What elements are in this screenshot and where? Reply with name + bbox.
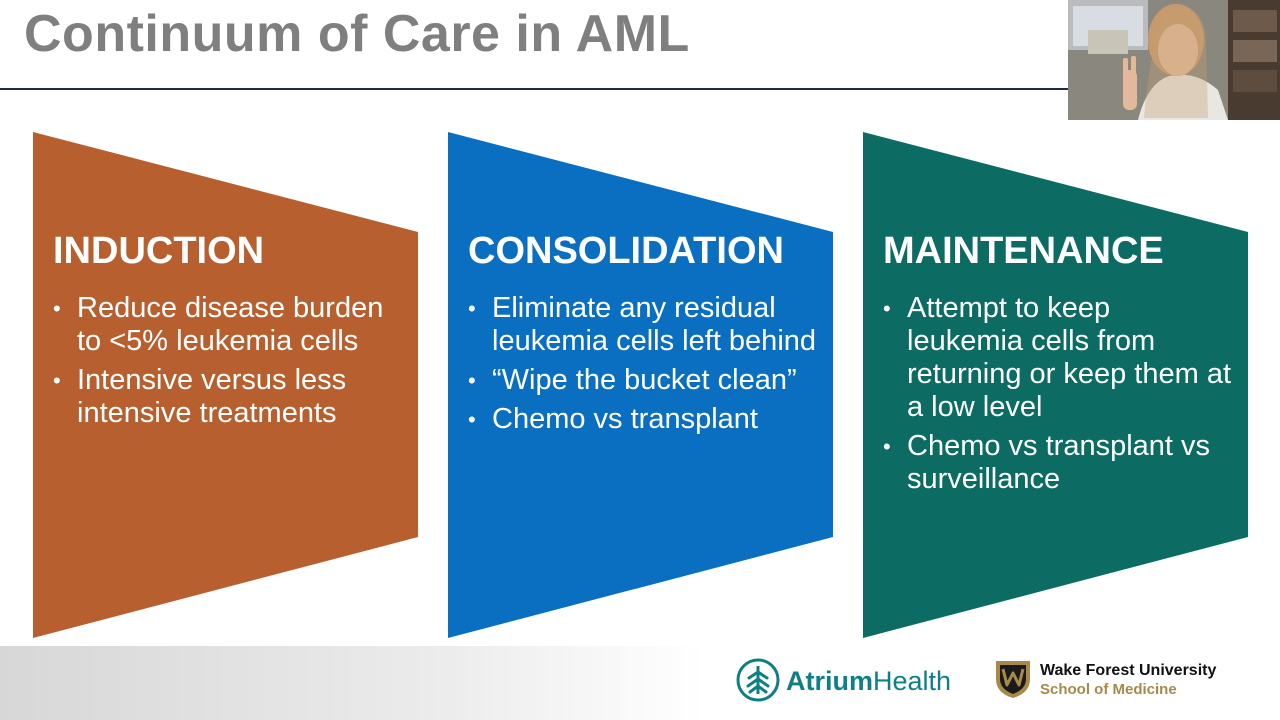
panel-bullet-list: Attempt to keep leukemia cells from retu… — [883, 292, 1233, 502]
bullet-item: Chemo vs transplant vs surveillance — [883, 430, 1233, 496]
atrium-leaf-icon — [736, 658, 780, 702]
bullet-item: Reduce disease burden to <5% leukemia ce… — [53, 292, 403, 358]
panel-maintenance: MAINTENANCE Attempt to keep leukemia cel… — [863, 132, 1248, 638]
slide-title: Continuum of Care in AML — [24, 5, 690, 63]
panel-heading: MAINTENANCE — [883, 230, 1164, 272]
atrium-wordmark-bold: Atrium — [786, 666, 873, 696]
atrium-wordmark: AtriumHealth — [786, 666, 951, 697]
footer-band — [0, 646, 1280, 720]
bullet-item: Chemo vs transplant — [468, 403, 818, 436]
wake-forest-school: School of Medicine — [1040, 681, 1177, 698]
panel-heading: CONSOLIDATION — [468, 230, 784, 272]
bullet-item: Intensive versus less intensive treatmen… — [53, 364, 403, 430]
wake-forest-name: Wake Forest University — [1040, 662, 1217, 679]
presenter-webcam — [1068, 0, 1280, 120]
presenter-video-icon — [1068, 0, 1280, 120]
panel-bullet-list: Eliminate any residual leukemia cells le… — [468, 292, 818, 442]
wake-forest-shield-icon — [996, 661, 1030, 698]
panel-heading: INDUCTION — [53, 230, 265, 272]
panel-induction: INDUCTION Reduce disease burden to <5% l… — [33, 132, 418, 638]
panel-consolidation: CONSOLIDATION Eliminate any residual leu… — [448, 132, 833, 638]
bullet-item: Attempt to keep leukemia cells from retu… — [883, 292, 1233, 424]
title-divider — [0, 88, 1068, 90]
atrium-wordmark-regular: Health — [873, 666, 952, 696]
bullet-item: “Wipe the bucket clean” — [468, 364, 818, 397]
bullet-item: Eliminate any residual leukemia cells le… — [468, 292, 818, 358]
panel-bullet-list: Reduce disease burden to <5% leukemia ce… — [53, 292, 403, 436]
